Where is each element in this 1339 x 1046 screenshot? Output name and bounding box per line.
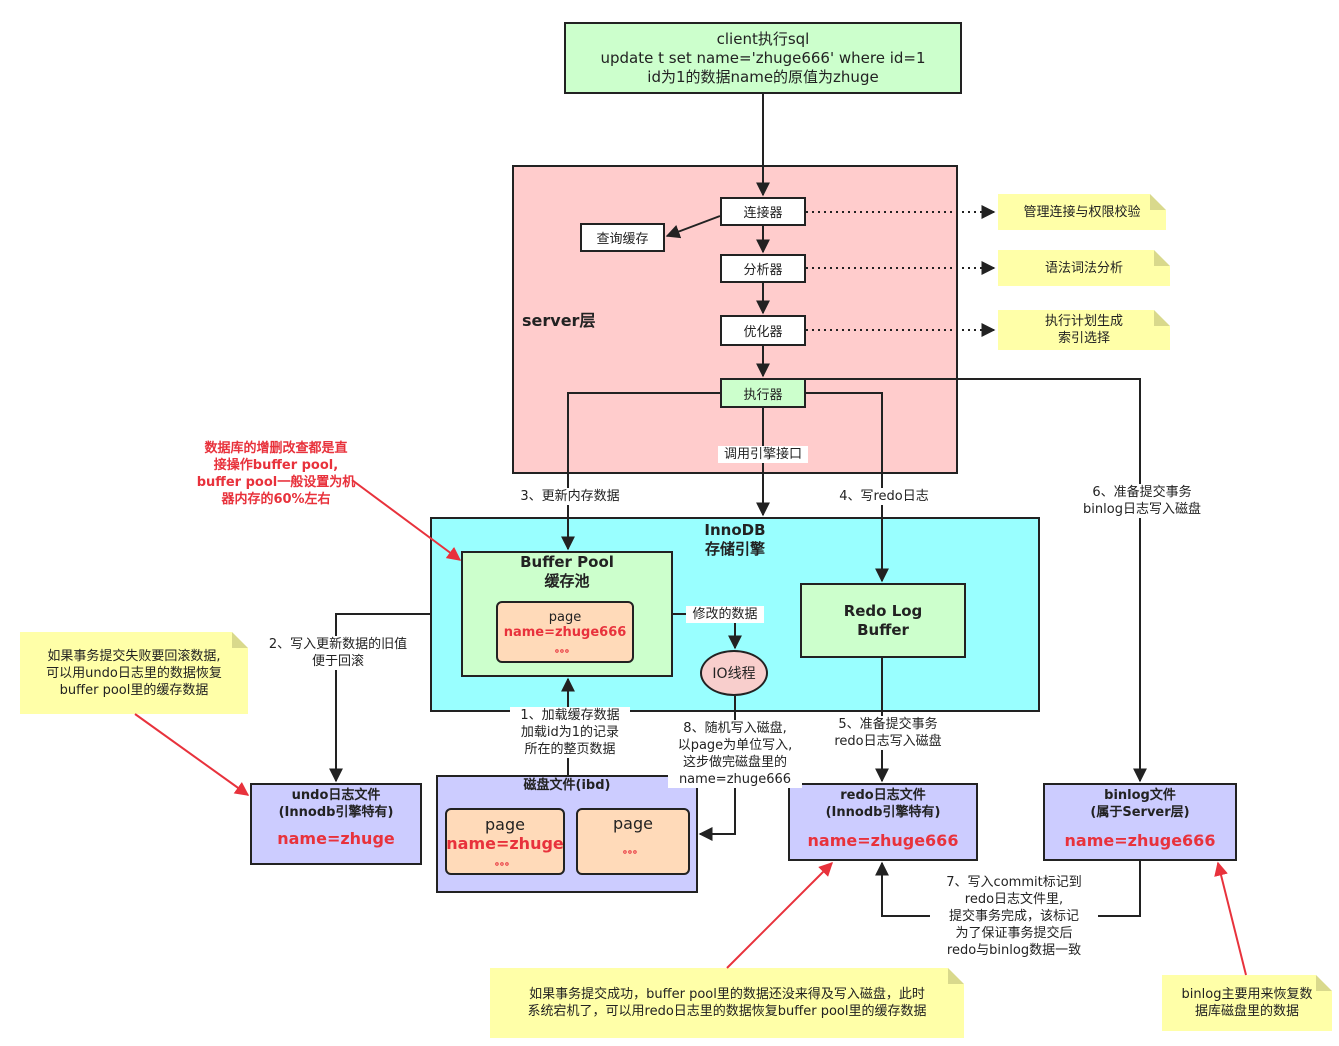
binlog-file-value: name=zhuge666 xyxy=(1064,831,1216,850)
note-redo-text: 如果事务提交成功，buffer pool里的数据还没来得及写入磁盘，此时 系统宕… xyxy=(527,987,927,1019)
disk-file-title: 磁盘文件(ibd) xyxy=(523,778,611,793)
note-optimizer: 执行计划生成 索引选择 xyxy=(998,310,1170,350)
label-step2: 2、写入更新数据的旧值 便于回滚 xyxy=(255,636,421,670)
label-step7: 7、写入commit标记到 redo日志文件里, 提交事务完成，该标记 为了保证… xyxy=(930,874,1098,959)
note-parser: 语法词法分析 xyxy=(998,250,1170,286)
executor-label: 执行器 xyxy=(743,387,783,403)
red-arrow-redo xyxy=(726,862,833,969)
note-redo: 如果事务提交成功，buffer pool里的数据还没来得及写入磁盘，此时 系统宕… xyxy=(490,968,964,1038)
label-step8: 8、随机写入磁盘, 以page为单位写入, 这步做完磁盘里的 name=zhug… xyxy=(668,720,802,788)
redo-log-file: redo日志文件 (Innodb引擎特有) name=zhuge666 xyxy=(788,783,978,861)
label-modified: 修改的数据 xyxy=(686,606,764,623)
buffer-pool-page: page name=zhuge666 。。。 xyxy=(496,601,634,663)
executor-box: 执行器 xyxy=(720,378,806,408)
redo-log-file-title: redo日志文件 (Innodb引擎特有) xyxy=(825,788,941,820)
connector-box: 连接器 xyxy=(720,197,806,226)
client-line1: client执行sql xyxy=(716,29,810,48)
buffer-pool-title: Buffer Pool 缓存池 xyxy=(520,553,614,590)
label-step5: 5、准备提交事务 redo日志写入磁盘 xyxy=(818,716,958,750)
label-step4: 4、写redo日志 xyxy=(830,488,938,505)
client-line3: id为1的数据name的原值为zhuge xyxy=(647,67,879,86)
note-binlog: binlog主要用来恢复数 据库磁盘里的数据 xyxy=(1162,975,1332,1031)
query-cache-label: 查询缓存 xyxy=(596,232,649,247)
redo-log-buffer: Redo Log Buffer xyxy=(800,583,966,658)
red-arrow-binlog xyxy=(1214,861,1247,976)
client-sql: update t set name='zhuge666' where id=1 xyxy=(600,48,926,67)
parser-box: 分析器 xyxy=(720,254,806,283)
label-step3: 3、更新内存数据 xyxy=(508,488,632,505)
disk-page-2-dots: 。。。 xyxy=(623,845,643,856)
note-connector: 管理连接与权限校验 xyxy=(998,194,1166,230)
arrow-step4 xyxy=(806,392,889,583)
arrow-step2 xyxy=(329,613,430,783)
red-arrow-buffer-pool xyxy=(351,479,462,561)
arrow-connector-cache xyxy=(665,215,721,239)
note-undo-text: 如果事务提交失败要回滚数据, 可以用undo日志里的数据恢复 buffer po… xyxy=(46,648,222,698)
disk-page-1-value: name=zhuge xyxy=(446,834,564,853)
io-thread: IO线程 xyxy=(700,650,768,696)
disk-page-2-label: page xyxy=(613,814,653,833)
note-optimizer-text: 执行计划生成 索引选择 xyxy=(1044,314,1123,346)
innodb-title: InnoDB 存储引擎 xyxy=(704,521,766,558)
note-parser-text: 语法词法分析 xyxy=(1044,260,1123,276)
parser-label: 分析器 xyxy=(743,263,783,278)
binlog-file: binlog文件 (属于Server层) name=zhuge666 xyxy=(1043,783,1237,861)
client-box: client执行sql update t set name='zhuge666'… xyxy=(564,22,962,94)
page-label: page xyxy=(548,609,582,625)
io-thread-label: IO线程 xyxy=(712,666,756,682)
undo-log-file: undo日志文件 (Innodb引擎特有) name=zhuge xyxy=(250,783,422,865)
red-arrow-undo xyxy=(134,713,250,796)
label-step1: 1、加载缓存数据 加载id为1的记录 所在的整页数据 xyxy=(510,707,630,758)
arrow-step6 xyxy=(806,378,1147,783)
query-cache-box: 查询缓存 xyxy=(580,223,665,252)
label-step6: 6、准备提交事务 binlog日志写入磁盘 xyxy=(1068,484,1216,518)
disk-page-2: page 。。。 xyxy=(576,808,690,875)
page-dots: 。。。 xyxy=(555,643,575,655)
disk-page-1-label: page xyxy=(485,815,525,834)
optimizer-box: 优化器 xyxy=(720,315,806,346)
page-value: name=zhuge666 xyxy=(503,624,627,640)
redo-log-buffer-label: Redo Log Buffer xyxy=(843,601,923,639)
label-call-engine: 调用引擎接口 xyxy=(718,446,808,463)
redo-log-file-value: name=zhuge666 xyxy=(807,831,959,850)
note-binlog-text: binlog主要用来恢复数 据库磁盘里的数据 xyxy=(1181,987,1313,1019)
connector-label: 连接器 xyxy=(743,206,783,221)
undo-log-file-title: undo日志文件 (Innodb引擎特有) xyxy=(278,788,394,820)
optimizer-label: 优化器 xyxy=(743,325,783,340)
binlog-file-title: binlog文件 (属于Server层) xyxy=(1090,788,1190,820)
disk-page-1-dots: 。。。 xyxy=(495,857,515,868)
red-annotation: 数据库的增删改查都是直 接操作buffer pool, buffer pool一… xyxy=(196,441,356,507)
disk-page-1: page name=zhuge 。。。 xyxy=(445,808,565,875)
arrow-step3 xyxy=(561,392,720,551)
undo-log-file-value: name=zhuge xyxy=(277,829,395,848)
note-undo: 如果事务提交失败要回滚数据, 可以用undo日志里的数据恢复 buffer po… xyxy=(20,632,248,714)
note-connector-text: 管理连接与权限校验 xyxy=(1023,204,1141,220)
server-layer-title: server层 xyxy=(522,311,596,330)
